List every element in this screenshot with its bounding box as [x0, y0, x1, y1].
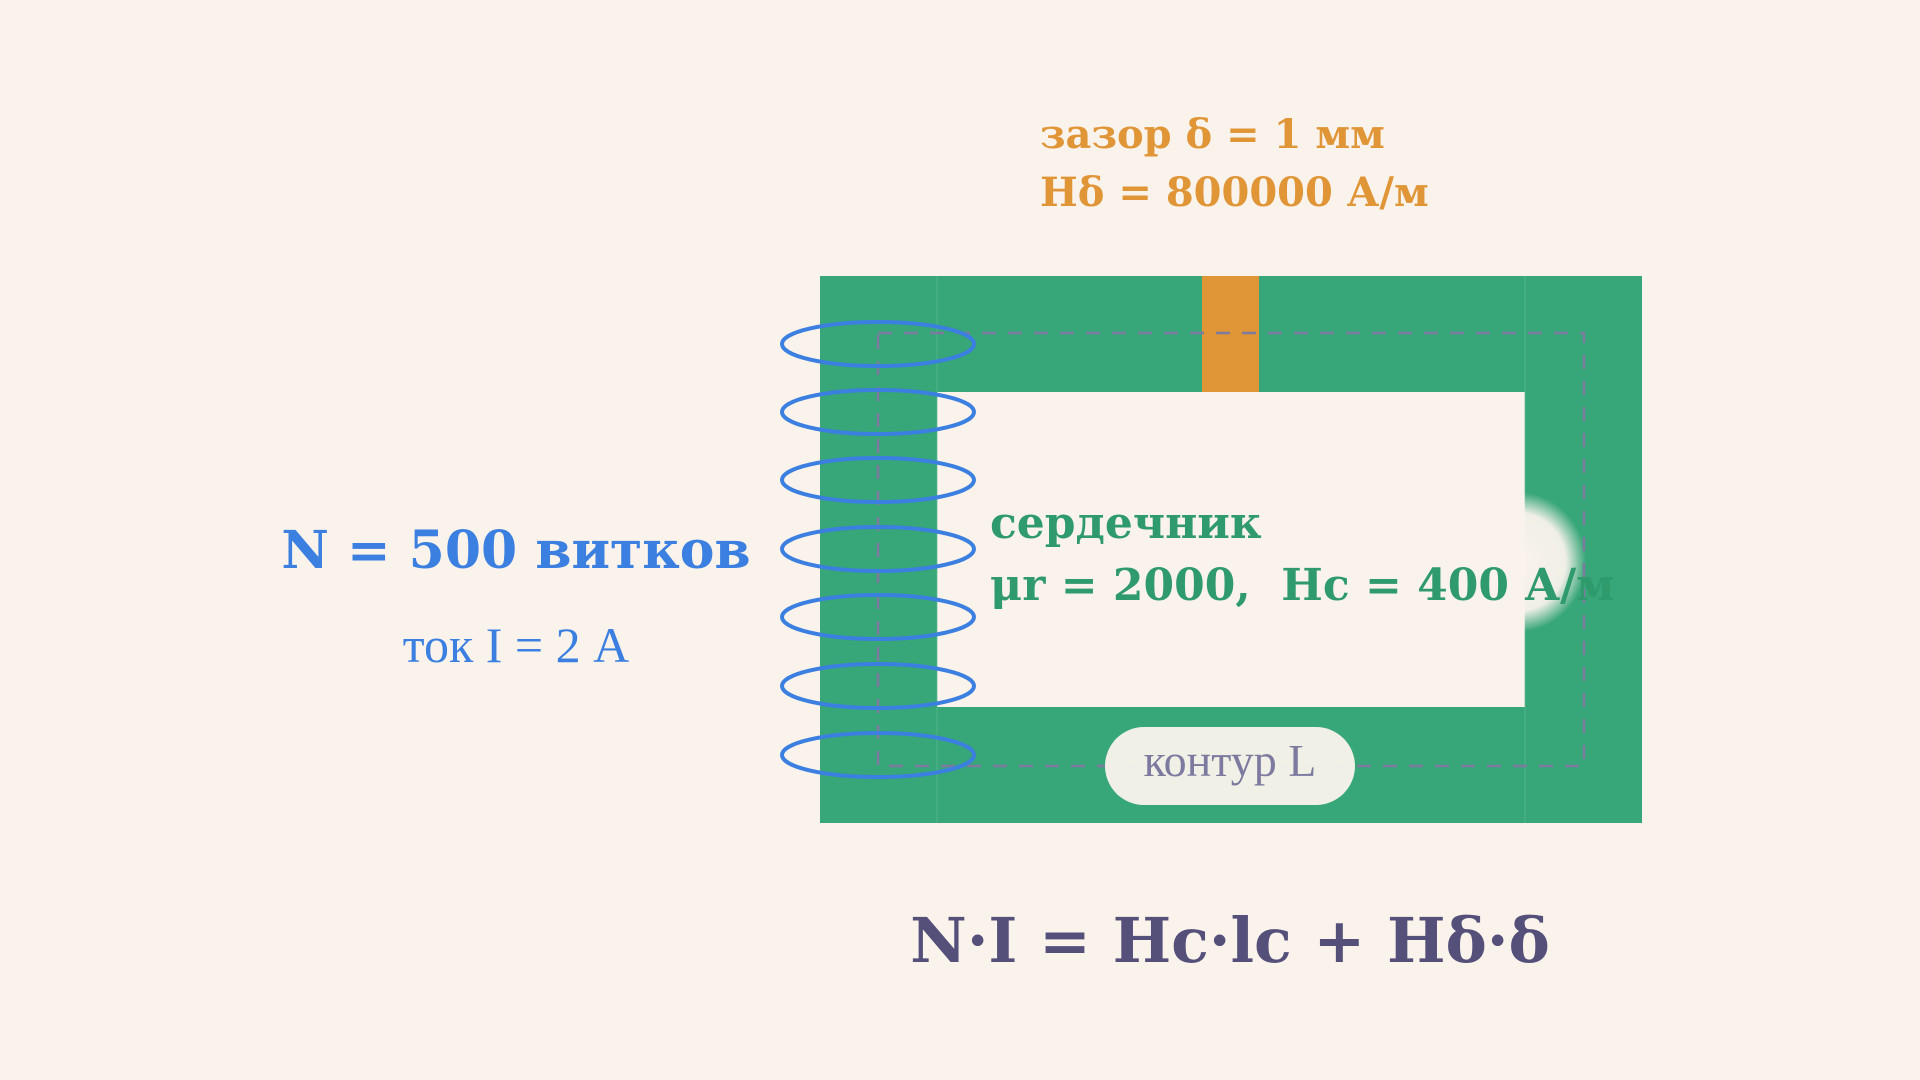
- coil-winding: [780, 320, 976, 779]
- coil-turn: [780, 731, 976, 779]
- current-label: ток I = 2 А: [403, 617, 629, 673]
- gap-width-label: зазор δ = 1 мм: [1040, 111, 1385, 158]
- core-label: сердечник: [990, 498, 1262, 549]
- formula-gap-term: Hδ·δ: [1387, 904, 1550, 977]
- coil-turn: [780, 456, 976, 504]
- core-params-label: μr = 2000, Hc = 400 А/м: [990, 560, 1614, 611]
- contour-label-glow: [1105, 727, 1355, 805]
- formula-equals: =: [1039, 904, 1091, 977]
- formula-core-term: Hc·lc: [1113, 904, 1292, 977]
- coil-turn: [780, 320, 976, 368]
- coil-turn: [780, 593, 976, 641]
- gap-field-label: Hδ = 800000 А/м: [1040, 169, 1429, 216]
- formula-plus: +: [1313, 904, 1365, 977]
- formula-ni: N·I: [910, 904, 1017, 977]
- turns-label: N = 500 витков: [281, 520, 750, 581]
- coil-turn: [780, 525, 976, 573]
- contour-label: контур L: [1144, 735, 1317, 786]
- ampere-law-formula: N·I = Hc·lc + Hδ·δ: [910, 904, 1550, 977]
- core-label-glow: [1450, 492, 1586, 632]
- coil-turn: [780, 662, 976, 710]
- coil-turn: [780, 388, 976, 436]
